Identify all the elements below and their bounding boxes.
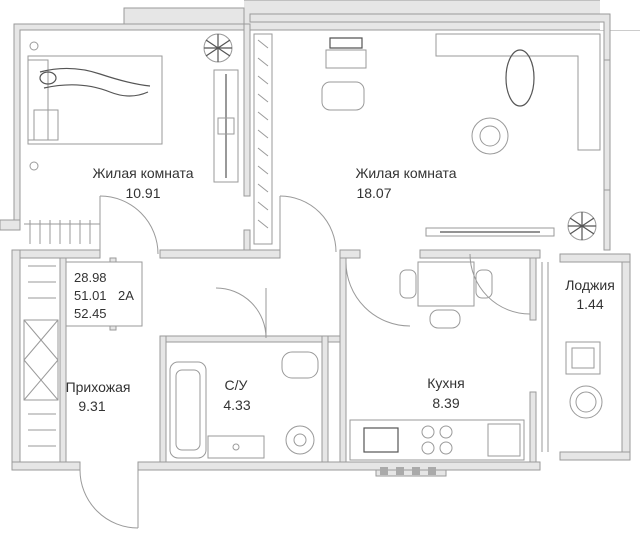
loggia-rail	[541, 262, 549, 452]
plant-icon	[567, 211, 597, 241]
room-label-living-small: Жилая комната	[92, 165, 193, 181]
room-area-living-small: 10.91	[125, 185, 160, 201]
room-label-living-large: Жилая комната	[355, 165, 456, 181]
shelves-icon	[253, 33, 273, 245]
outlet-icons	[29, 41, 39, 171]
sink-icon	[207, 435, 265, 459]
room-area-bathroom: 4.33	[223, 397, 250, 413]
doors	[79, 195, 531, 529]
table-icon	[399, 261, 493, 329]
room-area-loggia: 1.44	[576, 296, 603, 312]
room-label-loggia: Лоджия	[565, 277, 615, 293]
room-label-bathroom: С/У	[225, 377, 248, 393]
bed-icon	[27, 55, 163, 145]
tv-unit-icon	[425, 227, 555, 237]
room-area-kitchen: 8.39	[432, 395, 459, 411]
room-area-living-large: 18.07	[356, 185, 391, 201]
summary-total-area: 51.01	[74, 288, 107, 303]
room-label-kitchen: Кухня	[427, 375, 464, 391]
summary-type: 2A	[118, 288, 134, 303]
toilet-icon	[281, 351, 319, 455]
room-area-hallway: 9.31	[78, 398, 105, 414]
hallway-storage-icon	[23, 265, 59, 447]
summary-total-with-loggia: 52.45	[74, 306, 107, 321]
bathtub-icon	[169, 361, 207, 459]
summary-living-area: 28.98	[74, 270, 107, 285]
window-markers	[380, 467, 436, 475]
room-label-hallway: Прихожая	[66, 379, 131, 395]
desk-icon	[321, 37, 367, 111]
sofa-icon	[435, 33, 601, 155]
hangers-icon	[24, 220, 100, 244]
wardrobe-icon	[213, 69, 239, 183]
stove-icon	[349, 419, 525, 461]
plant-icon	[203, 33, 233, 63]
info-box	[65, 261, 143, 327]
chair-icon	[565, 341, 603, 419]
